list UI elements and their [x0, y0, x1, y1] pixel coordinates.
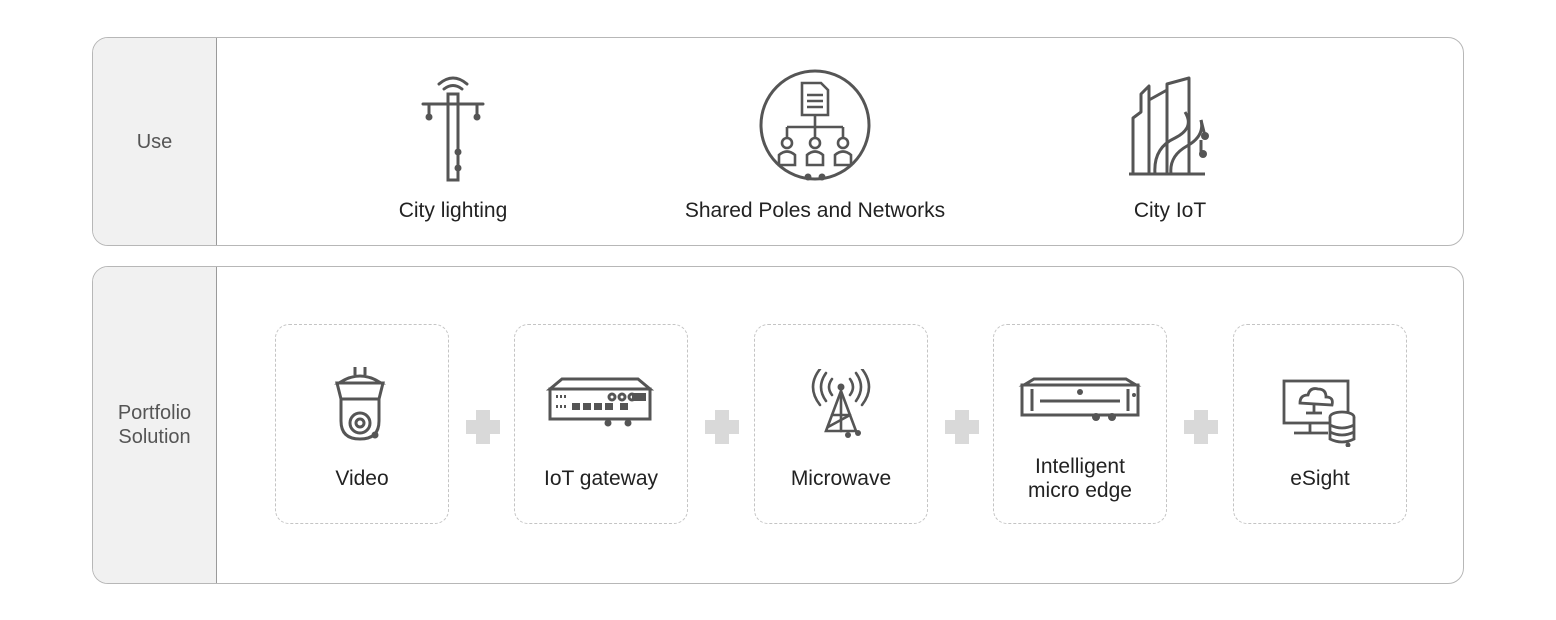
street-light-icon [421, 76, 485, 182]
portfolio-section-label: Portfolio Solution [93, 267, 217, 583]
gateway-device-icon [546, 377, 655, 427]
portfolio-panel: Portfolio Solution Video [92, 266, 1464, 584]
portfolio-card-label: Video [335, 467, 389, 490]
server-rack-icon [1018, 377, 1142, 421]
portfolio-card-micro-edge: Intelligent micro edge [993, 324, 1167, 524]
plus-icon [705, 410, 739, 444]
use-panel: Use City lighting [92, 37, 1464, 246]
portfolio-card-label-line1: Intelligent [1035, 455, 1125, 478]
portfolio-card-iot-gateway: IoT gateway [514, 324, 688, 524]
shared-network-icon [759, 69, 871, 181]
use-item-label: City lighting [398, 199, 508, 222]
use-item-label: Shared Poles and Networks [684, 199, 946, 222]
portfolio-card-label: eSight [1290, 467, 1350, 490]
portfolio-card-label: IoT gateway [543, 467, 658, 490]
portfolio-card-label-line2: micro edge [1028, 479, 1132, 502]
plus-icon [466, 410, 500, 444]
portfolio-card-esight: eSight [1233, 324, 1407, 524]
portfolio-card-microwave: Microwave [754, 324, 928, 524]
use-section-label: Use [93, 38, 217, 245]
portfolio-label-line2: Solution [118, 426, 191, 448]
use-item-label: City IoT [1133, 199, 1207, 222]
microwave-tower-icon [811, 369, 871, 438]
use-label-text: Use [136, 130, 173, 153]
portfolio-label-line1: Portfolio [117, 402, 192, 424]
portfolio-card-video: Video [275, 324, 449, 524]
plus-icon [945, 410, 979, 444]
portfolio-card-label: Microwave [790, 467, 892, 490]
dome-camera-icon [334, 367, 386, 441]
plus-icon [1184, 410, 1218, 444]
city-buildings-icon [1129, 76, 1209, 176]
monitor-database-icon [1282, 379, 1356, 447]
